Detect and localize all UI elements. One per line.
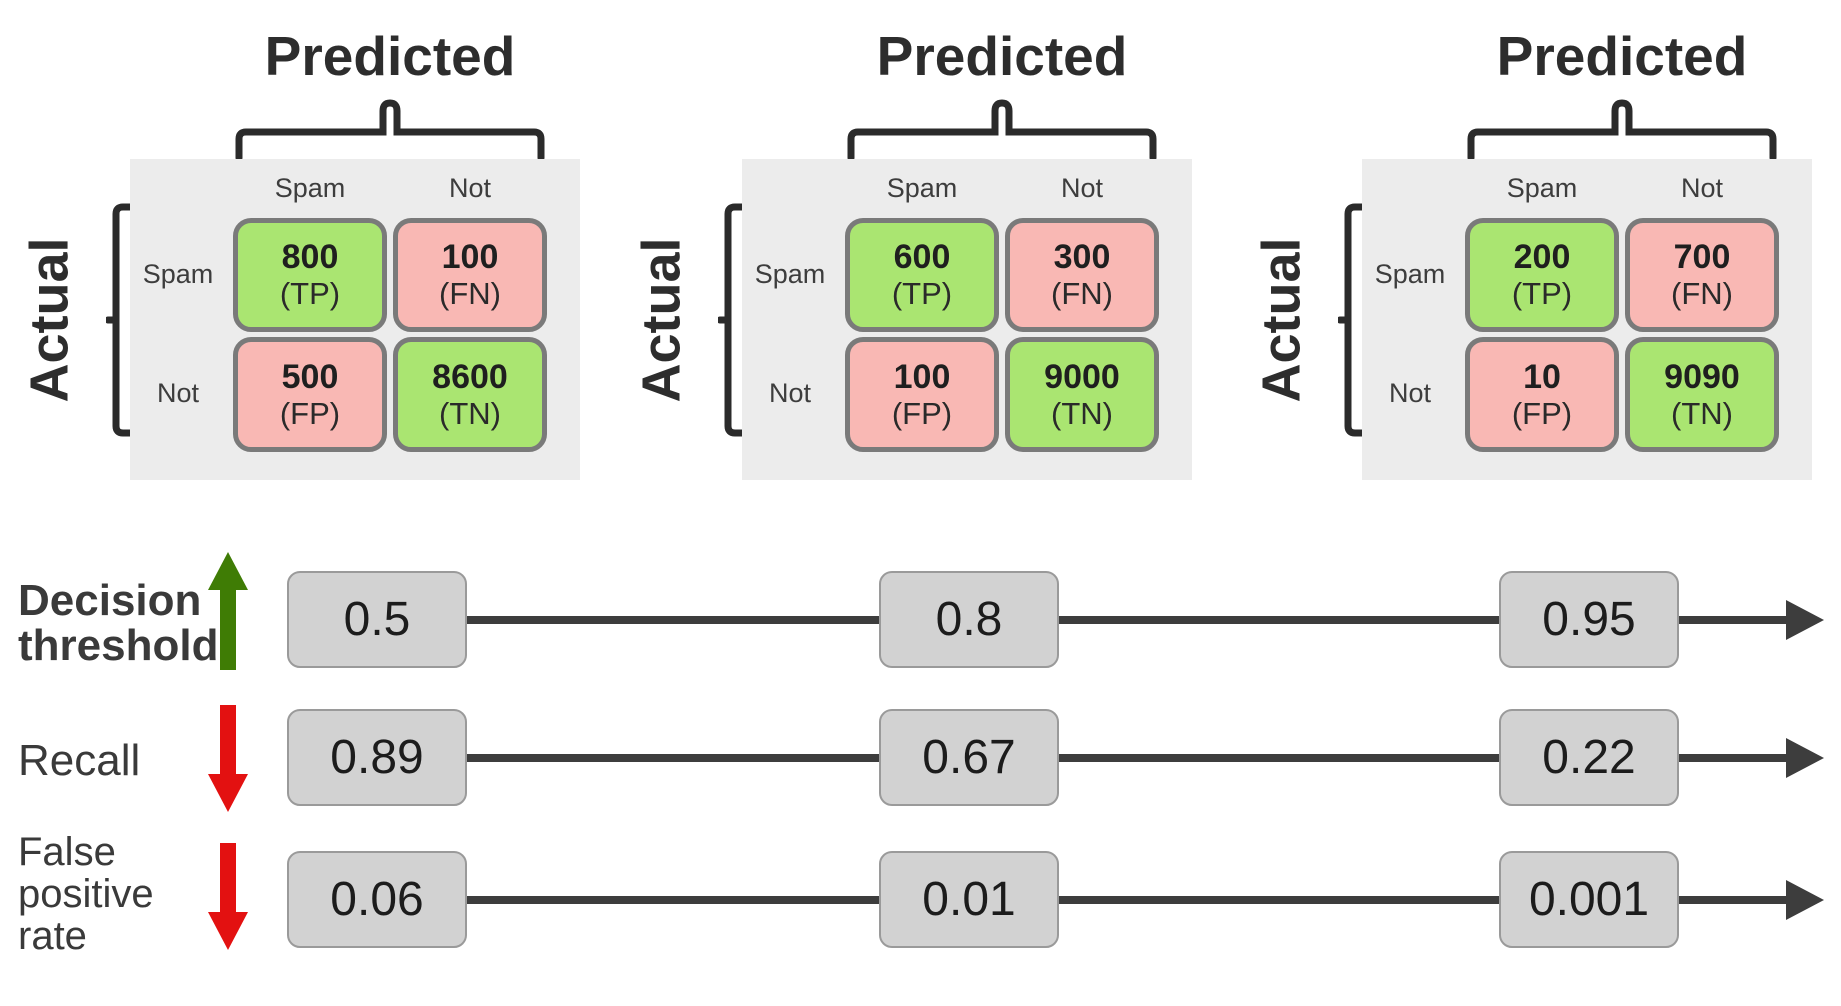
actual-label: Actual [1252, 237, 1313, 403]
cell-false-negative: 300 (FN) [1005, 218, 1159, 332]
actual-label: Actual [632, 237, 693, 403]
col-header-not: Not [1680, 173, 1724, 203]
axis-arrow-right-icon [1786, 600, 1824, 640]
axis-arrow-right-icon [1786, 880, 1824, 920]
row-header-not: Not [768, 378, 812, 408]
threshold-value-box-2: 0.8 [879, 571, 1059, 668]
down-arrow-icon [208, 843, 248, 950]
row-header-not: Not [1388, 378, 1432, 408]
col-header-not: Not [1060, 173, 1104, 203]
recall-value-box-2: 0.67 [879, 709, 1059, 806]
row-header-not: Not [156, 378, 200, 408]
cell-false-positive: 100 (FP) [845, 337, 999, 452]
fpr-value-box-1: 0.06 [287, 851, 467, 948]
recall-axis-line [380, 754, 1788, 762]
matrix-group-3: Predicted Actual Spam Not Spam Not 200 (… [1232, 0, 1832, 505]
down-arrow-icon [208, 705, 248, 812]
cell-true-negative: 9090 (TN) [1625, 337, 1779, 452]
cell-false-positive: 10 (FP) [1465, 337, 1619, 452]
predicted-title: Predicted [264, 25, 516, 87]
matrix-panel: Spam Not Spam Not 200 (TP) 700 (FN) 10 (… [1362, 159, 1812, 480]
threshold-value-box-3: 0.95 [1499, 571, 1679, 668]
recall-label: Recall [18, 736, 141, 785]
matrix-group-2: Predicted Actual Spam Not Spam Not 600 (… [612, 0, 1212, 505]
predicted-bracket-icon [847, 99, 1157, 162]
false-positive-rate-label: False positive rate [18, 830, 154, 958]
recall-value-box-1: 0.89 [287, 709, 467, 806]
axis-arrow-right-icon [1786, 738, 1824, 778]
col-header-spam: Spam [274, 173, 346, 203]
up-arrow-icon [208, 552, 248, 670]
actual-bracket-icon [718, 203, 758, 437]
matrix-panel: Spam Not Spam Not 800 (TP) 100 (FN) 500 … [130, 159, 580, 480]
cell-true-positive: 600 (TP) [845, 218, 999, 332]
predicted-title: Predicted [876, 25, 1128, 87]
cell-false-negative: 100 (FN) [393, 218, 547, 332]
fpr-value-box-2: 0.01 [879, 851, 1059, 948]
actual-bracket-icon [1338, 203, 1378, 437]
col-header-spam: Spam [1506, 173, 1578, 203]
cell-false-negative: 700 (FN) [1625, 218, 1779, 332]
decision-threshold-label: Decision threshold [18, 576, 219, 670]
actual-bracket-icon [106, 203, 146, 437]
actual-label: Actual [20, 237, 81, 403]
predicted-bracket-icon [235, 99, 545, 162]
fpr-value-box-3: 0.001 [1499, 851, 1679, 948]
row-header-spam: Spam [754, 259, 826, 289]
predicted-title: Predicted [1496, 25, 1748, 87]
matrix-group-1: Predicted Actual Spam Not Spam Not 800 (… [0, 0, 600, 505]
cell-true-positive: 200 (TP) [1465, 218, 1619, 332]
row-header-spam: Spam [1374, 259, 1446, 289]
recall-value-box-3: 0.22 [1499, 709, 1679, 806]
cell-false-positive: 500 (FP) [233, 337, 387, 452]
fpr-axis-line [380, 896, 1788, 904]
matrix-panel: Spam Not Spam Not 600 (TP) 300 (FN) 100 … [742, 159, 1192, 480]
col-header-spam: Spam [886, 173, 958, 203]
predicted-bracket-icon [1467, 99, 1777, 162]
row-header-spam: Spam [142, 259, 214, 289]
cell-true-positive: 800 (TP) [233, 218, 387, 332]
threshold-value-box-1: 0.5 [287, 571, 467, 668]
threshold-axis-line [380, 616, 1788, 624]
cell-true-negative: 9000 (TN) [1005, 337, 1159, 452]
cell-true-negative: 8600 (TN) [393, 337, 547, 452]
col-header-not: Not [448, 173, 492, 203]
